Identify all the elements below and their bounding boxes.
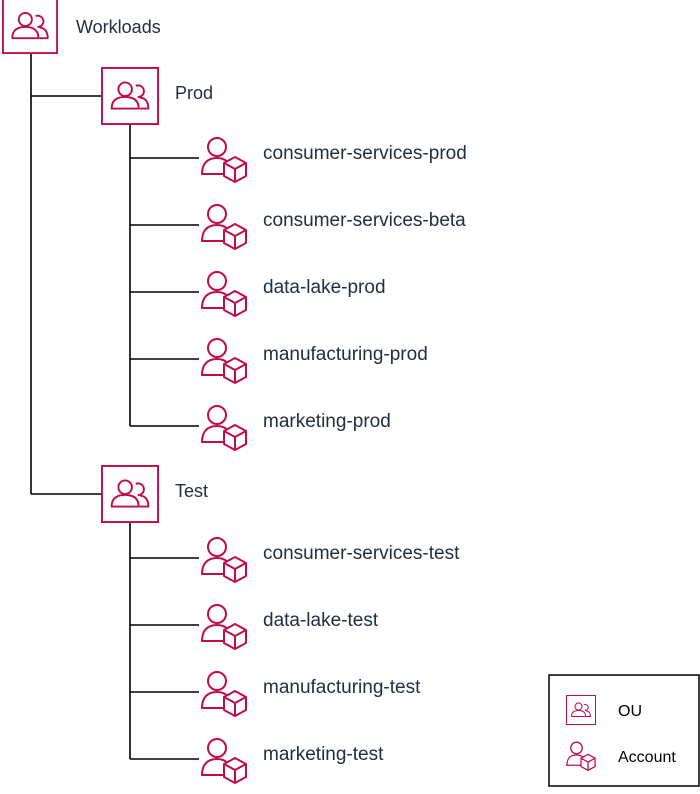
ou-icon: [566, 695, 596, 725]
account-label: consumer-services-test: [263, 543, 460, 564]
legend-account-label: Account: [618, 749, 676, 766]
legend: OU Account: [548, 674, 700, 787]
account-icon: [201, 405, 247, 451]
legend-ou-label: OU: [618, 703, 642, 720]
ou-icon: [101, 67, 159, 125]
account-label: manufacturing-test: [263, 677, 421, 698]
legend-box: [548, 674, 700, 787]
account-label: marketing-test: [263, 744, 384, 765]
account-label: data-lake-prod: [263, 277, 386, 298]
account-label: consumer-services-beta: [263, 210, 466, 231]
ou-label-prod: Prod: [175, 83, 213, 103]
account-icon: [201, 271, 247, 317]
account-label: marketing-prod: [263, 411, 391, 432]
account-icon: [201, 537, 247, 583]
account-icon: [201, 604, 247, 650]
account-icon: [201, 338, 247, 384]
account-icon: [201, 671, 247, 717]
account-icon: [201, 137, 247, 183]
ou-icon: [101, 465, 159, 523]
account-label: consumer-services-prod: [263, 143, 467, 164]
ou-icon: [2, 0, 58, 54]
root-ou-label: Workloads: [76, 17, 161, 37]
account-icon: [201, 738, 247, 784]
ou-label-test: Test: [175, 481, 208, 501]
account-label: manufacturing-prod: [263, 344, 428, 365]
account-icon: [201, 204, 247, 250]
account-label: data-lake-test: [263, 610, 379, 631]
